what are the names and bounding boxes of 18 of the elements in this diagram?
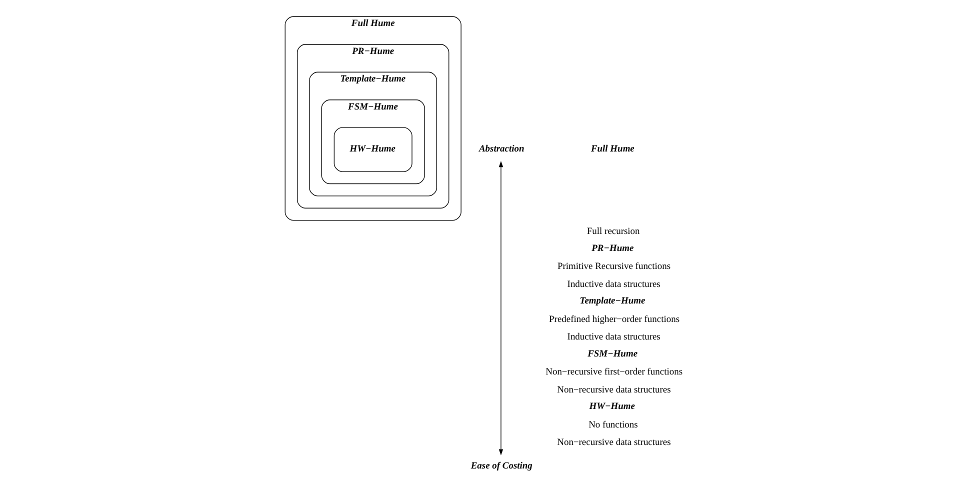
label: Full Hume bbox=[590, 144, 634, 154]
label: No functions bbox=[588, 420, 638, 430]
label: Non−recursive first−order functions bbox=[546, 368, 683, 378]
label: Inductive data structures bbox=[567, 332, 660, 343]
label: PR−Hume bbox=[592, 244, 634, 254]
node-text: Ease of Costing bbox=[470, 461, 532, 472]
arrow bbox=[498, 161, 504, 456]
node-text: Abstraction bbox=[478, 144, 524, 154]
label: Inductive data structures bbox=[567, 280, 660, 290]
label: Non−recursive data structures bbox=[557, 385, 671, 396]
label: FSM−Hume bbox=[588, 349, 638, 360]
label: Non−recursive data structures bbox=[557, 438, 671, 448]
label: Primitive Recursive functions bbox=[557, 262, 671, 272]
label: Full recursion bbox=[586, 226, 640, 237]
label: HW−Hume bbox=[589, 402, 636, 412]
node-box: HW−Hume bbox=[334, 127, 412, 172]
label: Template−Hume bbox=[580, 296, 646, 307]
label: Predefined higher−order functions bbox=[549, 314, 680, 325]
